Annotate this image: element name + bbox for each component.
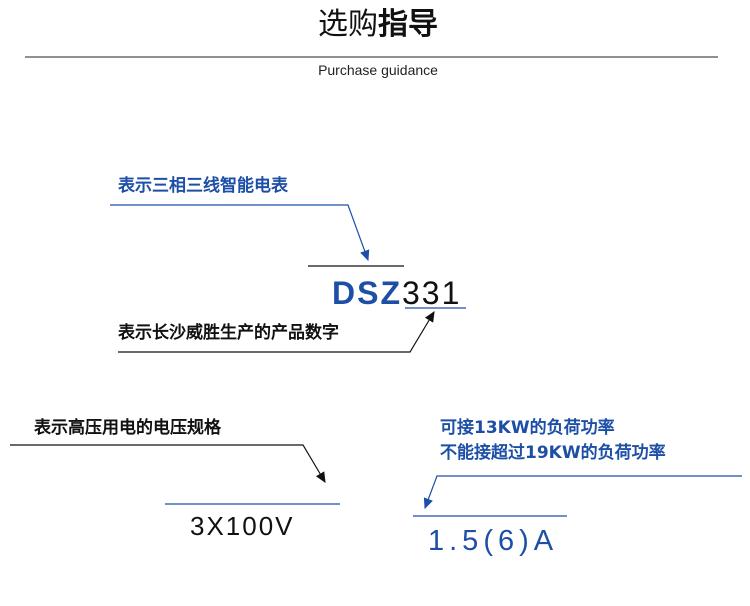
number-arrow (118, 310, 435, 353)
model-code: DSZ331 (332, 277, 461, 309)
current-note-line2: 不能接超过19KW的负荷功率 (440, 443, 666, 463)
title-light: 选购 (318, 7, 378, 42)
current-arrow (423, 475, 742, 510)
model-prefix: DSZ (332, 275, 402, 311)
model-number: 331 (402, 275, 462, 311)
voltage-arrow (10, 444, 326, 484)
page-subtitle: Purchase guidance (318, 62, 438, 78)
page-title: 选购指导 (0, 10, 750, 40)
title-bold: 指导 (378, 7, 438, 42)
prefix-note: 表示三相三线智能电表 (118, 176, 288, 196)
voltage-note: 表示高压用电的电压规格 (34, 418, 221, 438)
voltage-value: 3X100V (190, 511, 295, 541)
current-note-line1: 可接13KW的负荷功率 (440, 418, 615, 438)
prefix-arrow (110, 204, 370, 262)
current-value: 1.5(6)A (428, 525, 559, 557)
number-note: 表示长沙威胜生产的产品数字 (118, 323, 339, 343)
